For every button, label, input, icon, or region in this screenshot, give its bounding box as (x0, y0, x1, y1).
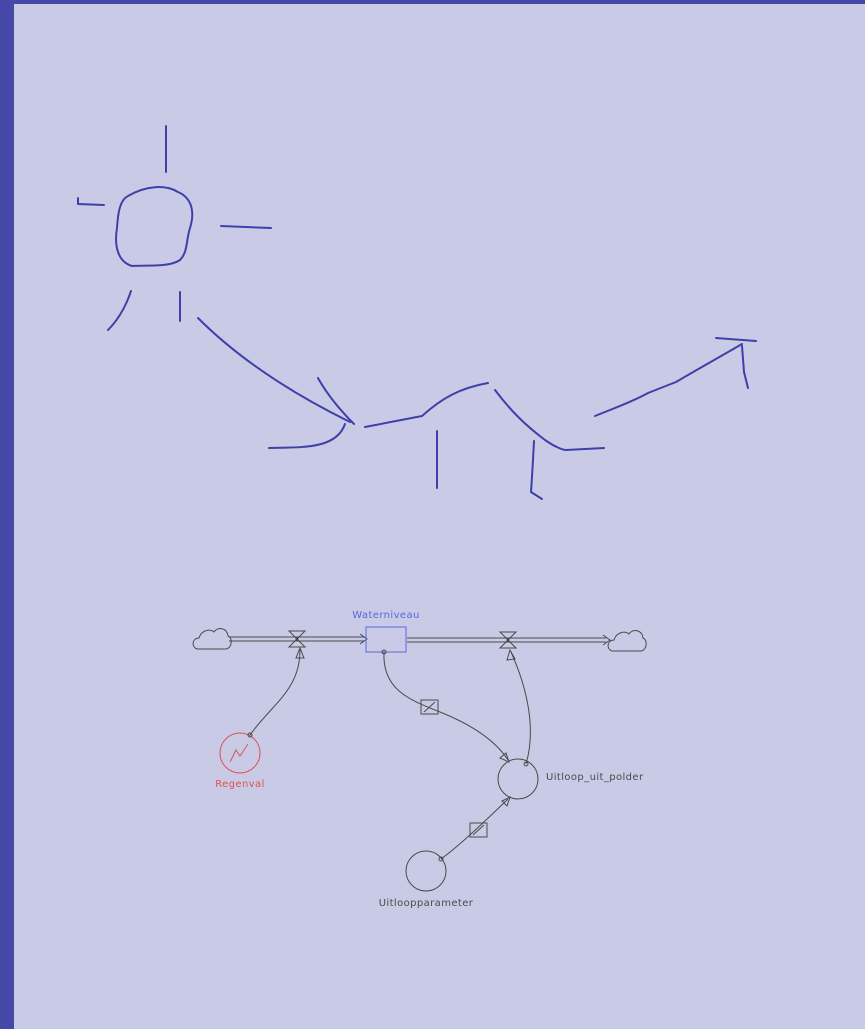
uitloopparameter-label: Uitloopparameter (379, 898, 474, 909)
post-2 (530, 440, 543, 500)
stroke-left-lower (268, 423, 346, 449)
uitloopparameter-converter[interactable] (405, 850, 447, 892)
outflow-valve-center (506, 638, 510, 642)
connector-origin-dot (438, 856, 444, 862)
drawing-surface: Waterniveau Regenval Uitloop_uit_polder (77, 125, 757, 909)
inflow-arrowhead (359, 633, 368, 645)
flag-pole (741, 345, 749, 389)
stock-flow-diagram: Waterniveau Regenval Uitloop_uit_polder (192, 610, 647, 909)
rising-line (594, 343, 743, 417)
connector-origin-dot (381, 649, 387, 655)
connector-origin-dot (523, 761, 529, 767)
sun-ray-left (77, 197, 105, 206)
inflow-valve-center (295, 637, 299, 641)
outflow-arrowhead (602, 634, 611, 646)
flag-top (715, 337, 757, 342)
source-cloud-icon (192, 628, 232, 650)
connector-arrowhead (501, 796, 511, 807)
connector-arrowhead (506, 648, 516, 661)
uitloop-uit-polder-converter[interactable] (497, 758, 539, 800)
stroke-v (317, 377, 355, 425)
sun-ray-right (220, 225, 272, 229)
delay-box-slash (423, 701, 436, 713)
ridge-down (494, 389, 605, 451)
regenval-converter[interactable] (219, 732, 261, 774)
sink-cloud-icon (607, 630, 647, 652)
inflow-valve-icon (287, 630, 307, 648)
ridge (364, 382, 489, 428)
connector-regenval-inflow (249, 649, 301, 736)
waterniveau-stock[interactable] (365, 626, 407, 653)
uitloop-uit-polder-label: Uitloop_uit_polder (546, 772, 644, 783)
waterniveau-label: Waterniveau (352, 610, 419, 621)
outflow-valve-icon (498, 631, 518, 649)
delay-box-icon (469, 822, 488, 838)
connector-stock-outflow (383, 651, 509, 761)
connector-arrowhead (295, 646, 305, 659)
hand-sketch (77, 125, 757, 500)
connector-origin-dot (247, 732, 253, 738)
delay-box-slash (472, 824, 485, 836)
hill-slope (197, 317, 351, 423)
connector-outflow-valve (510, 651, 531, 765)
sun-body (115, 186, 194, 267)
connector-parameter-outflow (440, 798, 509, 860)
delay-box-icon (420, 699, 439, 715)
connector-arrowhead (499, 752, 510, 763)
regenval-label: Regenval (215, 779, 265, 790)
sun-ray-bottom-left (107, 290, 132, 331)
graph-icon (229, 743, 249, 763)
